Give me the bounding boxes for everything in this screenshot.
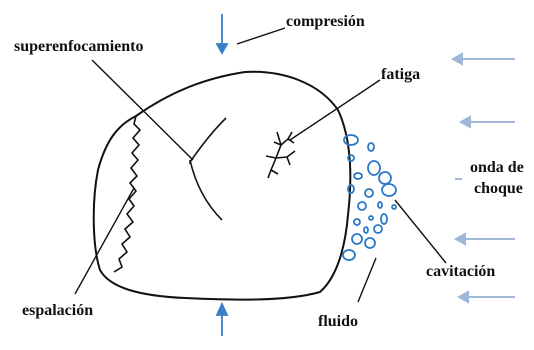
label-spallation: espalación — [22, 302, 93, 320]
superfocusing-crack — [190, 118, 226, 220]
cavitation-bubbles — [343, 135, 396, 260]
label-superfocusing: superenfocamiento — [14, 38, 143, 56]
label-fatigue: fatiga — [381, 66, 420, 84]
label-cavitation: cavitación — [426, 263, 495, 281]
label-fluid: fluido — [318, 313, 358, 331]
spallation-crack — [114, 116, 140, 272]
label-compression: compresión — [286, 13, 365, 31]
label-shock-wave-line2: choque — [474, 180, 523, 198]
compression-arrows — [217, 14, 227, 336]
label-shock-wave-line1: onda de — [470, 159, 524, 177]
